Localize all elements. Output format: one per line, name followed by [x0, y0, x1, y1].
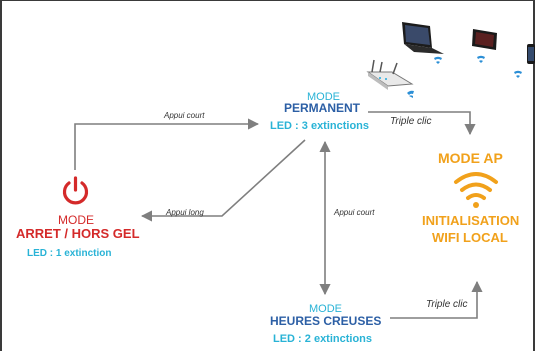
tablet-icon [472, 29, 497, 50]
frame-border-right [533, 0, 535, 351]
edge-label-permanent-to-ap: Triple clic [390, 116, 432, 127]
phone-icon [527, 44, 535, 64]
ap-title: MODE AP [438, 150, 503, 166]
ap-line1: INITIALISATION [422, 213, 520, 228]
arret-led: LED : 1 extinction [27, 248, 112, 259]
edge-arret-to-permanent [74, 118, 260, 170]
laptop-icon [402, 22, 444, 54]
heures-led: LED : 2 extinctions [273, 333, 373, 345]
edge-label-heures-to-ap: Triple clic [426, 299, 468, 310]
router-icon [366, 59, 414, 90]
edge-label-permanent-to-heures: Appui court [334, 208, 375, 217]
arret-mode-label: MODE [58, 213, 94, 227]
edge-label-arret-to-permanent: Appui court [164, 111, 205, 120]
permanent-mode-label: MODE [307, 91, 340, 103]
phone-wifi-icon [514, 70, 522, 78]
heures-name: HEURES CREUSES [270, 314, 382, 328]
permanent-name: PERMANENT [284, 101, 361, 115]
edge-permanent-to-arret [140, 139, 306, 222]
permanent-led: LED : 3 extinctions [270, 120, 370, 132]
heures-mode-label: MODE [309, 303, 342, 315]
frame-border-top [0, 0, 535, 1]
tablet-wifi-icon [477, 55, 485, 63]
edge-permanent-to-ap [368, 111, 476, 136]
ap-line2: WIFI LOCAL [432, 230, 508, 245]
frame-border-left [0, 0, 2, 351]
arret-name: ARRET / HORS GEL [16, 226, 140, 241]
edge-label-permanent-to-arret: Appui long [166, 208, 204, 217]
edge-heures-to-ap [390, 280, 483, 319]
laptop-wifi-icon [434, 56, 442, 64]
router-wifi-icon [407, 90, 414, 98]
